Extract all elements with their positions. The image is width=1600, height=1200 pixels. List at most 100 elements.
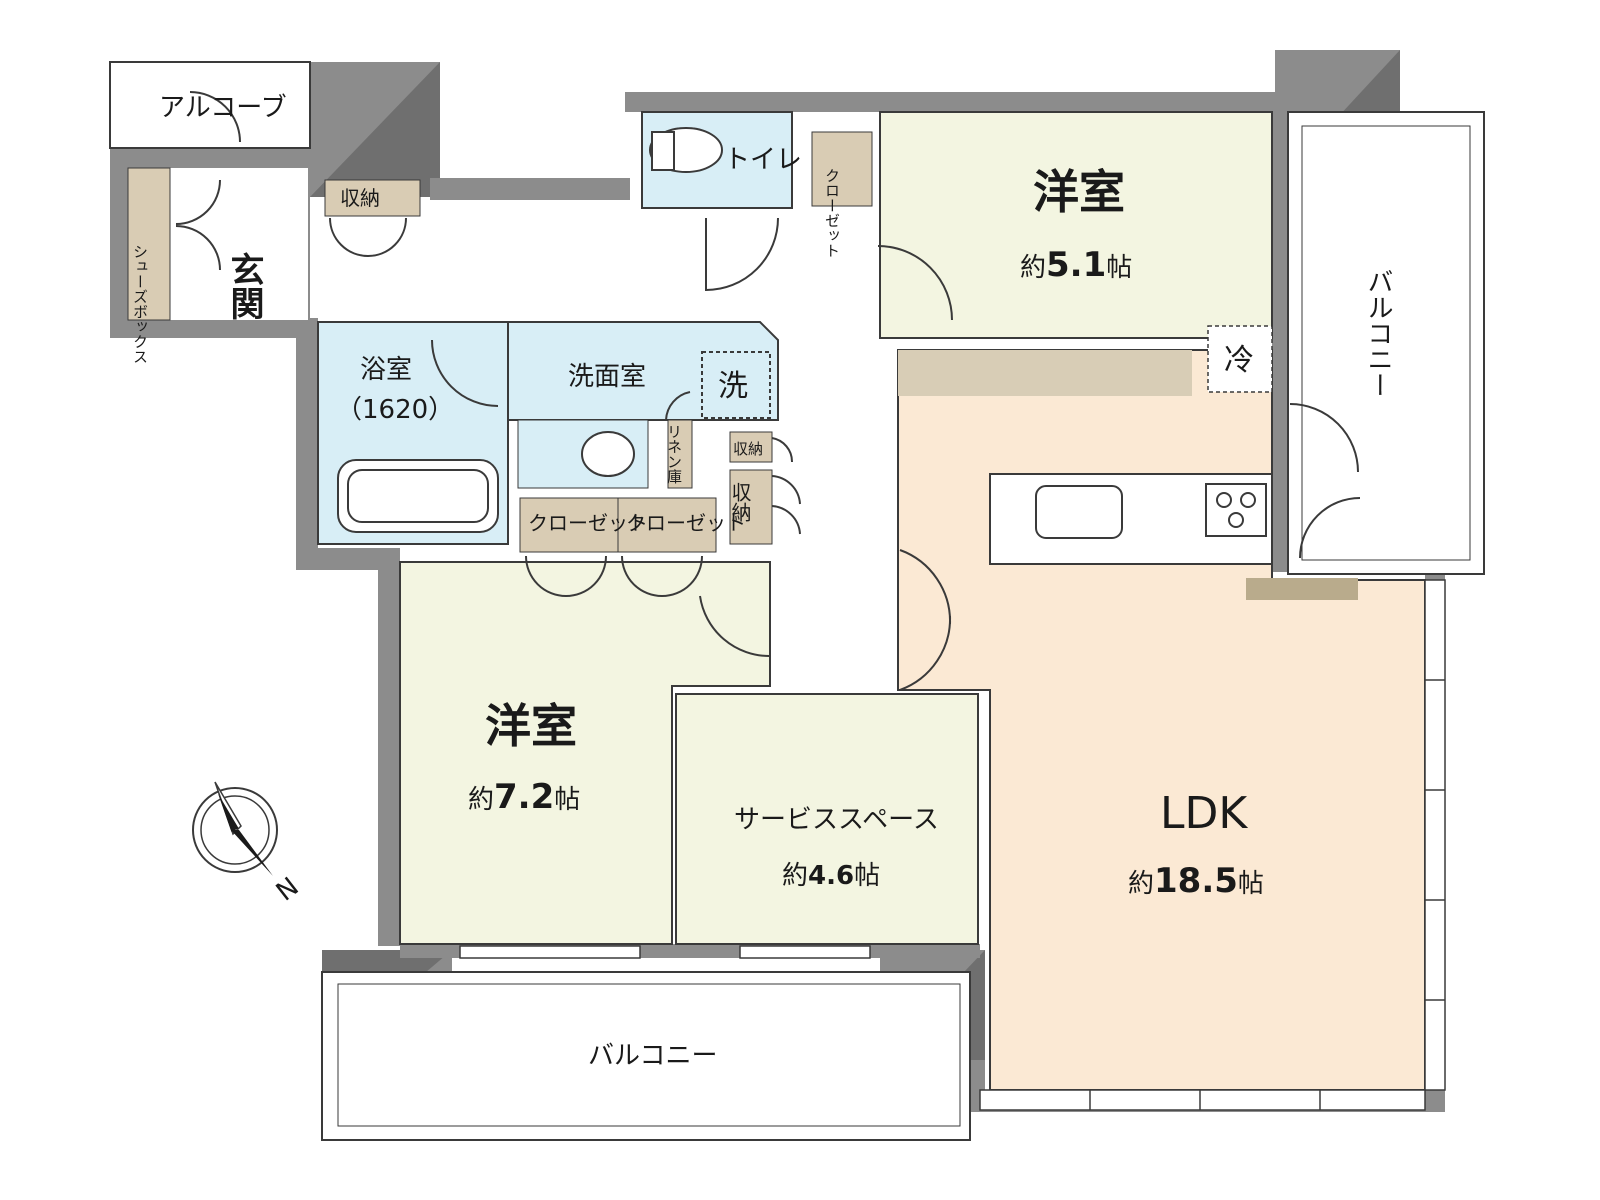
door-closets xyxy=(525,555,703,597)
bath-label: 浴室 xyxy=(360,355,412,385)
washer-label: 洗 xyxy=(718,369,748,404)
door-balcony-east-1 xyxy=(1289,403,1359,473)
sink-icon xyxy=(581,431,635,477)
washroom-label: 洗面室 xyxy=(568,362,646,392)
window-service xyxy=(739,945,871,959)
area-unit: 帖 xyxy=(554,785,580,815)
alcove-label: アルコーブ xyxy=(159,93,287,123)
corridor-center xyxy=(778,320,890,690)
service-space-area xyxy=(675,693,979,945)
balcony-south-area xyxy=(321,971,971,1141)
storage-entrance-area xyxy=(324,179,421,217)
compass-north-label: N xyxy=(271,872,305,908)
bathtub-inner-icon xyxy=(347,469,489,523)
storage-small-area xyxy=(729,431,773,463)
wall-west-step xyxy=(296,548,398,570)
compass-outer-ring xyxy=(192,787,278,873)
bedroom-west-title: 洋室 xyxy=(485,699,577,753)
labels: アルコーブ 玄関 シューズボックス 収納 トイレ クローゼット 洋室 約5.1帖… xyxy=(131,93,1393,1071)
compass: N xyxy=(192,781,305,908)
corridor-north xyxy=(318,200,888,322)
washroom-area xyxy=(507,321,779,421)
washer-box xyxy=(701,351,771,419)
shoe-box-label: シューズボックス xyxy=(131,244,149,364)
area-value: 7.2 xyxy=(494,777,554,817)
balcony-south-label: バルコニー xyxy=(588,1041,717,1071)
bedroom-north-area-text: 約5.1帖 xyxy=(1020,245,1132,285)
closet-a-area xyxy=(519,497,619,553)
linen-label: リネン庫 xyxy=(665,424,683,484)
door-bath xyxy=(431,339,499,407)
area-unit: 帖 xyxy=(854,861,880,891)
storage-entrance-label: 収納 xyxy=(340,186,380,210)
service-space-area-text: 約4.6帖 xyxy=(782,861,880,891)
service-space-title: サービススペース xyxy=(734,805,939,835)
area-unit: 帖 xyxy=(1106,253,1132,283)
window-ldk-south xyxy=(979,1089,1426,1111)
balcony-east-area xyxy=(1287,111,1485,575)
bedroom-north-title: 洋室 xyxy=(1033,165,1125,219)
area-prefix: 約 xyxy=(1020,253,1046,283)
kitchen-step xyxy=(1246,578,1358,600)
door-ldk xyxy=(899,549,952,691)
bedroom-north-area xyxy=(879,111,1273,339)
fridge-label: 冷 xyxy=(1224,343,1254,378)
door-shoe-box xyxy=(175,179,221,271)
bedroom-west-area xyxy=(399,561,771,945)
storage-tall-label: 収納 xyxy=(728,482,752,522)
area-value: 18.5 xyxy=(1154,861,1238,901)
linen-area xyxy=(667,419,693,489)
door-bedroom-west xyxy=(699,595,771,658)
closet-a-label: クローゼット xyxy=(528,511,648,535)
toilet-tank-icon xyxy=(651,131,675,171)
closet-b-area xyxy=(617,497,717,553)
ldk-title: LDK xyxy=(1160,788,1248,839)
windows xyxy=(459,579,1446,1111)
door-toilet xyxy=(705,217,779,292)
room-fills xyxy=(109,61,1485,1141)
fixtures xyxy=(337,127,1267,539)
ldk-area-text: 約18.5帖 xyxy=(1128,861,1264,901)
toilet-label: トイレ xyxy=(724,145,802,175)
door-storage xyxy=(771,437,801,535)
balcony-south-inner xyxy=(337,983,961,1127)
kitchen-sink-icon xyxy=(1035,485,1123,539)
storage-tall-area xyxy=(729,469,773,545)
area-unit: 帖 xyxy=(1238,869,1264,899)
wall-west-bath xyxy=(296,318,318,568)
wall-north-top xyxy=(625,92,1285,112)
door-linen xyxy=(665,391,691,421)
balcony-east-label: バルコニー xyxy=(1363,268,1393,398)
compass-needle-icon xyxy=(218,793,239,832)
wall-north-mid xyxy=(430,178,630,200)
door-bedroom-north xyxy=(877,245,953,321)
area-value: 5.1 xyxy=(1046,245,1106,285)
compass-inner-ring xyxy=(200,795,270,865)
door-storage-entrance xyxy=(329,217,407,257)
storage-small-label: 収納 xyxy=(733,440,763,458)
wall-west-bedroom xyxy=(378,548,400,946)
wall-east xyxy=(1270,112,1288,572)
alcove-area xyxy=(109,61,311,149)
window-ldk-east xyxy=(1424,579,1446,1091)
fridge-area xyxy=(1207,325,1273,393)
compass-needle-north-icon xyxy=(231,830,273,876)
stove-icon xyxy=(1205,483,1267,537)
wall-diagonal-nw xyxy=(310,62,440,197)
area-prefix: 約 xyxy=(1128,869,1154,899)
burner-icon xyxy=(1240,492,1256,508)
door-balcony-east-2 xyxy=(1299,497,1361,559)
shoe-box-area xyxy=(127,167,171,321)
closet-toilet-label: クローゼット xyxy=(823,168,841,258)
window-bedroom-west xyxy=(459,945,641,959)
burner-icon xyxy=(1228,512,1244,528)
closet-toilet-area xyxy=(811,131,873,207)
burner-icon xyxy=(1216,492,1232,508)
closet-b-label: クローゼット xyxy=(626,511,746,535)
entrance-label: 玄関 xyxy=(224,252,264,320)
area-prefix: 約 xyxy=(468,785,494,815)
bath-size: （1620） xyxy=(336,395,454,425)
bedroom-west-area-text: 約7.2帖 xyxy=(468,777,580,817)
area-value: 4.6 xyxy=(808,861,854,891)
